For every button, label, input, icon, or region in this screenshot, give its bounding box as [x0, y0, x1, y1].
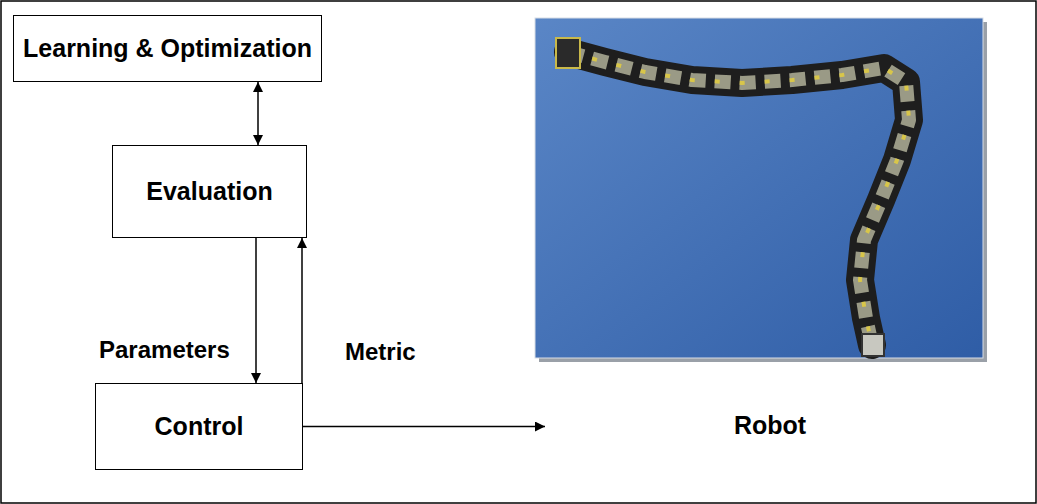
node-text: Robot [734, 412, 806, 440]
process-box: Evaluation [112, 145, 307, 238]
robot-photo [535, 18, 983, 358]
connector-arrow [301, 238, 303, 383]
snake-head [556, 38, 580, 68]
snake-modules [568, 52, 909, 345]
target-label: Robot [545, 398, 995, 454]
snake-markings [568, 52, 909, 345]
node-text: Evaluation [146, 178, 272, 206]
node-text: Control [155, 413, 244, 441]
process-box: Control [95, 383, 303, 470]
connector-arrow [257, 82, 259, 145]
process-box: Learning & Optimization [13, 15, 322, 82]
snake-tail [862, 334, 884, 356]
edge-label: Metric [343, 339, 418, 365]
snake-body [568, 52, 909, 345]
connector-arrow [303, 426, 545, 428]
connector-arrow [255, 238, 257, 383]
snake-robot [556, 38, 909, 356]
edge-label: Parameters [97, 337, 232, 363]
node-text: Learning & Optimization [23, 35, 312, 63]
